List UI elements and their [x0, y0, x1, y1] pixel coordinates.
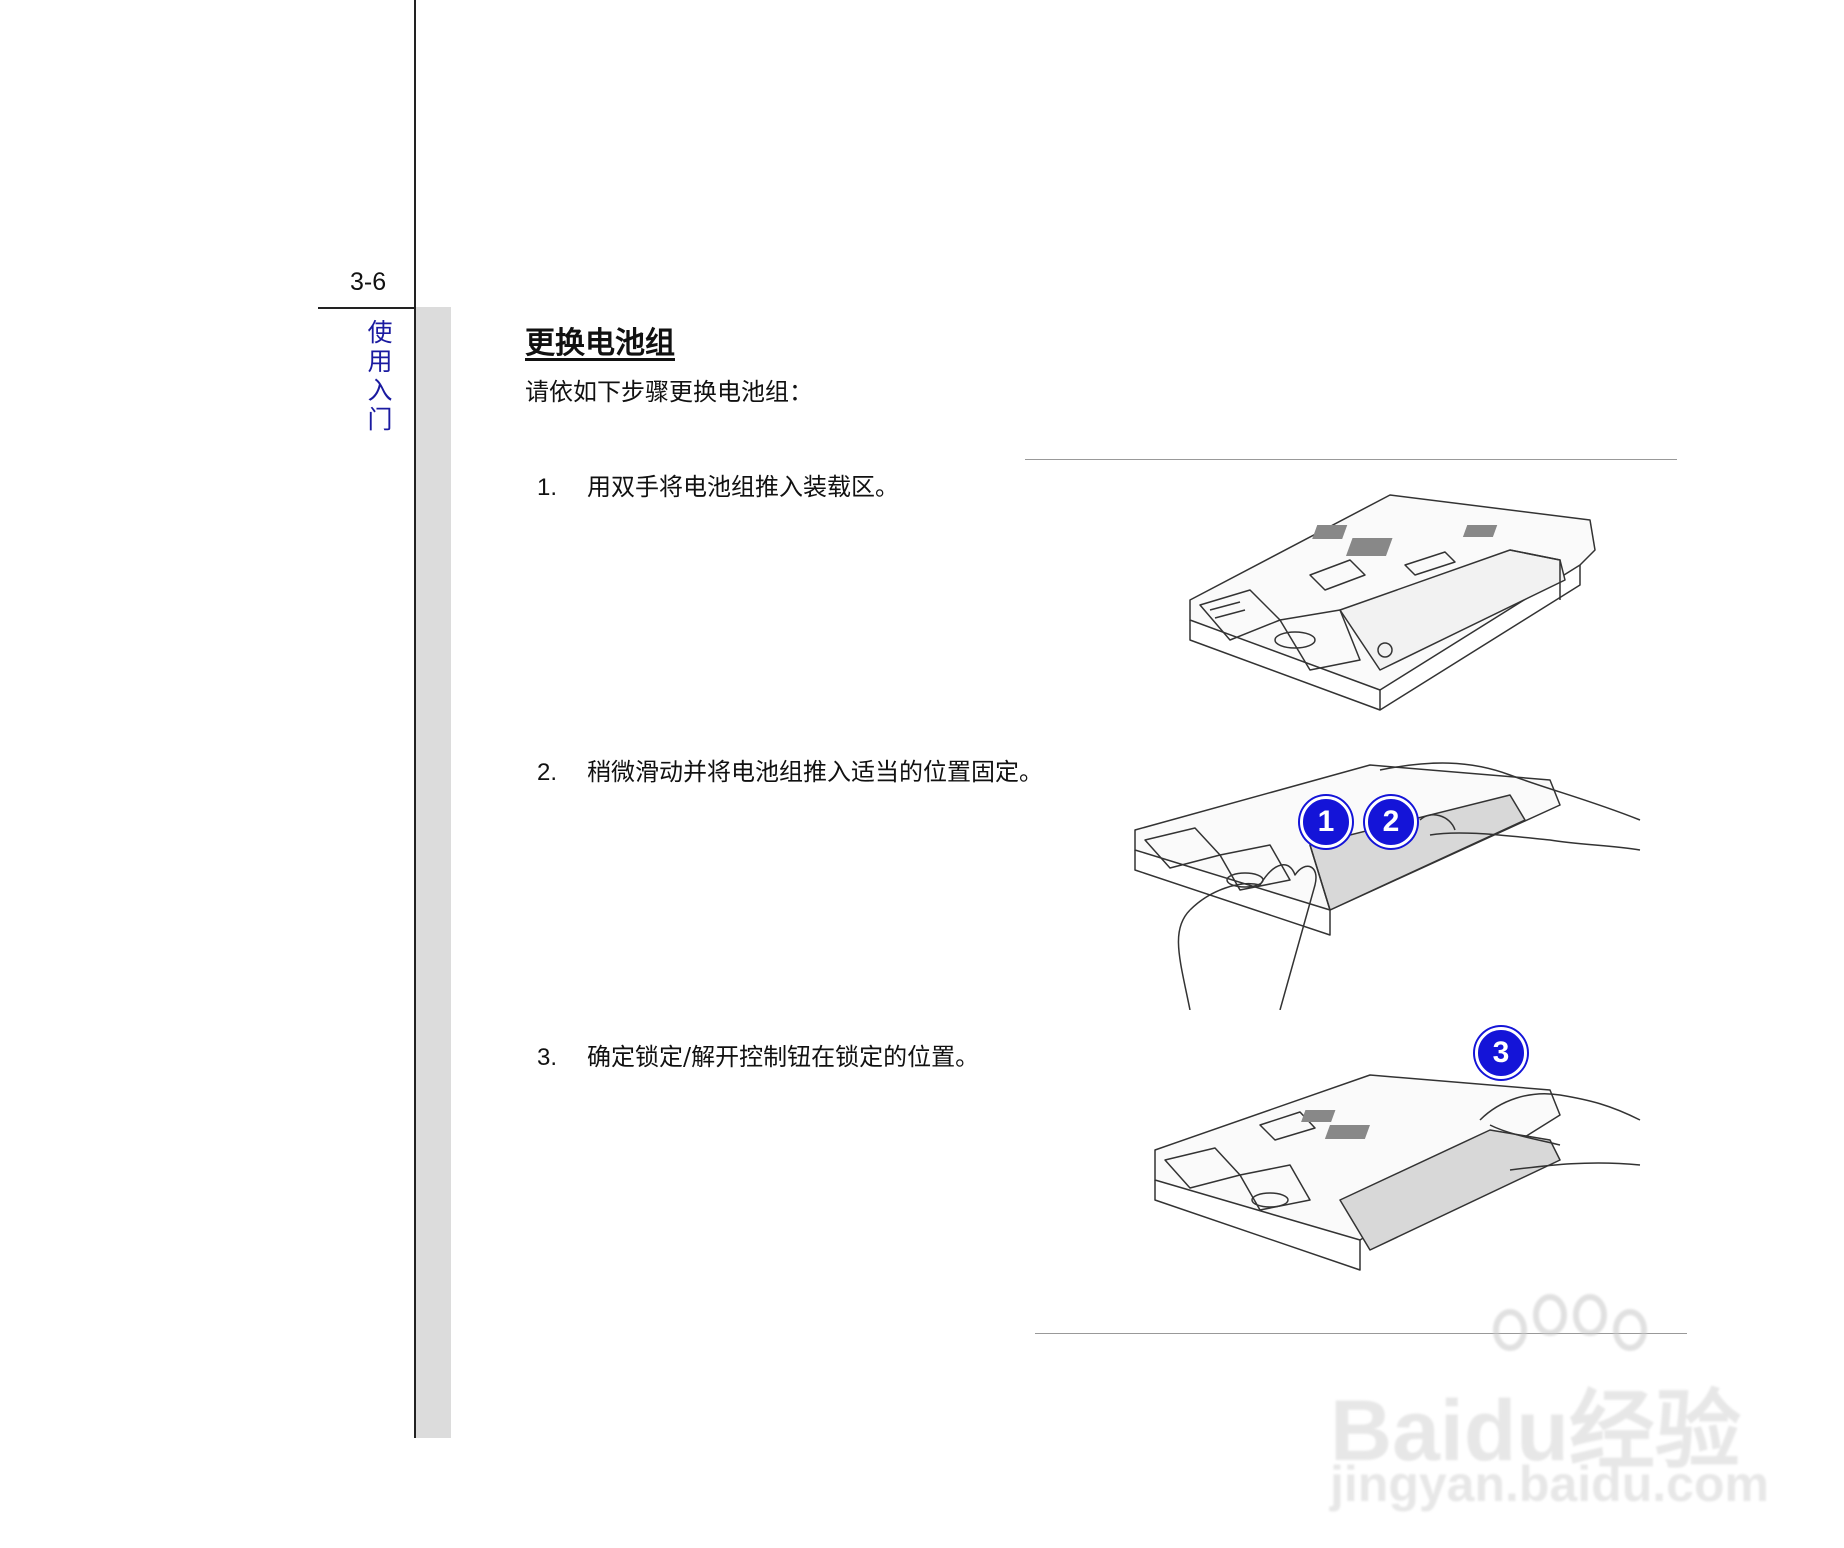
chapter-side-title: 使用入门 [367, 318, 393, 434]
page-number-rule [318, 307, 416, 309]
step-text: 稍微滑动并将电池组推入适当的位置固定。 [587, 758, 1043, 786]
baidu-watermark: Baidu经验 jingyan.baidu.com [1320, 1290, 1790, 1520]
watermark-logo: Baidu经验 [1330, 1383, 1741, 1479]
margin-vertical-line [414, 0, 416, 1438]
step-text: 用双手将电池组推入装载区。 [587, 473, 899, 501]
section-title: 更换电池组 [525, 326, 675, 361]
figure-bottom-rule [1035, 1333, 1687, 1334]
laptop-battery-bay-illustration [1189, 494, 1596, 711]
step-badge-3: 3 [1475, 1027, 1527, 1079]
step-number: 3. [537, 1044, 558, 1071]
battery-locked-illustration [1154, 1074, 1641, 1271]
insert-battery-illustration [1134, 762, 1641, 1010]
intro-text: 请依如下步骤更换电池组： [525, 378, 813, 406]
paw-icon [1493, 1294, 1647, 1351]
margin-gray-strip [416, 307, 451, 1438]
figure-top-rule [1025, 459, 1677, 460]
watermark-url: jingyan.baidu.com [1330, 1456, 1769, 1512]
step-text: 确定锁定/解开控制钮在锁定的位置。 [587, 1043, 980, 1071]
step-3: 3. 确定锁定/解开控制钮在锁定的位置。 [537, 1037, 979, 1072]
step-2: 2. 稍微滑动并将电池组推入适当的位置固定。 [537, 752, 1043, 787]
step-badge-1: 1 [1300, 796, 1352, 848]
step-number: 1. [537, 474, 558, 501]
step-1: 1. 用双手将电池组推入装载区。 [537, 467, 899, 502]
step-number: 2. [537, 759, 558, 786]
step-badge-2: 2 [1365, 796, 1417, 848]
page-number: 3-6 [350, 268, 387, 296]
